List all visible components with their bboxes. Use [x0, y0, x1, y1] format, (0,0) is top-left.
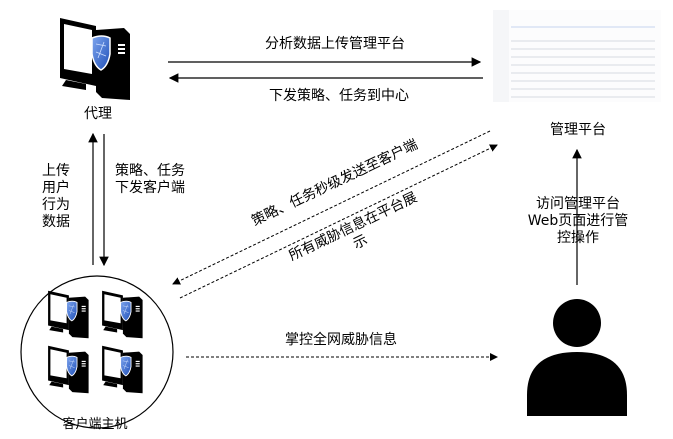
policy-to-client-label: 策略、任务下发客户端: [115, 163, 185, 196]
clients-group-circle: [20, 275, 174, 429]
client-computer-icon: [101, 290, 144, 339]
platform-screenshot: [493, 10, 661, 102]
clients-label: 客户端主机: [62, 417, 128, 432]
proxy-label: 代理: [84, 106, 112, 122]
arrow-platform-to-clients-dashed: [172, 130, 491, 285]
user-person-icon: [527, 299, 627, 416]
proxy-computer-icon: [59, 17, 131, 101]
client-computer-icon: [47, 345, 90, 394]
web-access-label: 访问管理平台Web页面进行管控操作: [527, 196, 629, 246]
upload-behavior-label: 上传用户行为数据: [42, 163, 70, 230]
client-computer-icon: [101, 345, 144, 394]
upload-analysis-label: 分析数据上传管理平台: [265, 36, 405, 52]
platform-label: 管理平台: [550, 122, 606, 138]
client-computer-icon: [47, 290, 90, 339]
dispatch-policy-label: 下发策略、任务到中心: [269, 88, 409, 104]
control-threats-label: 掌控全网威胁信息: [285, 332, 397, 348]
arrow-clients-to-platform-dashed: [179, 144, 498, 299]
